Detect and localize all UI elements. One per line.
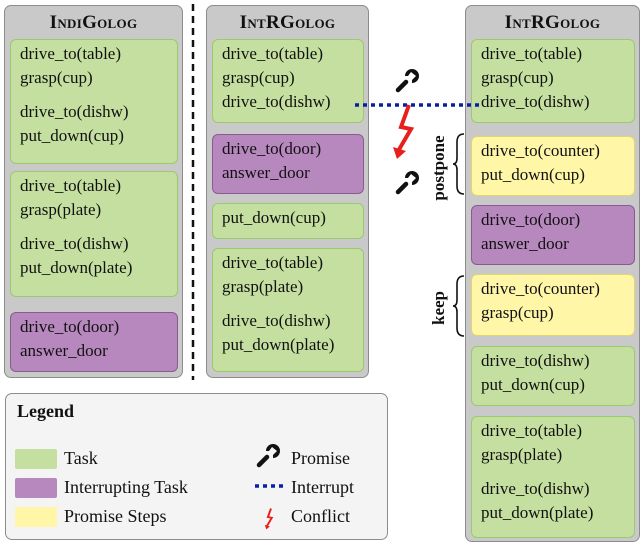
step-label: put_down(cup) bbox=[481, 165, 585, 184]
interrupting-task-box: drive_to(door) answer_door bbox=[10, 312, 178, 372]
step-label: grasp(cup) bbox=[481, 303, 554, 322]
intrgolog-right-title: IntRGolog bbox=[504, 12, 601, 33]
step-label: put_down(plate) bbox=[20, 258, 133, 277]
step-label: put_down(cup) bbox=[222, 208, 326, 227]
step-label: put_down(cup) bbox=[20, 126, 124, 145]
wrench-icon bbox=[395, 69, 419, 93]
step-label: drive_to(door) bbox=[20, 317, 120, 336]
step-label: drive_to(dishw) bbox=[481, 479, 590, 498]
task-box: drive_to(table) grasp(plate) drive_to(di… bbox=[212, 248, 364, 372]
step-label: answer_door bbox=[481, 234, 569, 253]
intrgolog-middle-panel: IntRGolog drive_to(table) grasp(cup) dri… bbox=[206, 5, 369, 378]
intrgolog-middle-title: IntRGolog bbox=[239, 12, 336, 33]
wrench-icon bbox=[395, 171, 419, 195]
interrupt-line-sample bbox=[255, 484, 287, 488]
step-label: grasp(plate) bbox=[481, 445, 563, 464]
lightning-icon bbox=[264, 508, 274, 530]
step-label: drive_to(table) bbox=[481, 421, 583, 440]
interrupting-task-box: drive_to(door) answer_door bbox=[471, 205, 635, 265]
postpone-label: postpone bbox=[429, 135, 448, 201]
task-box: drive_to(table) grasp(plate) drive_to(di… bbox=[471, 416, 635, 538]
step-label: drive_to(door) bbox=[222, 139, 322, 158]
step-label: drive_to(table) bbox=[20, 44, 122, 63]
step-label: answer_door bbox=[20, 341, 108, 360]
legend-title: Legend bbox=[17, 401, 75, 421]
step-label: grasp(plate) bbox=[222, 277, 304, 296]
postpone-brace bbox=[452, 133, 465, 195]
task-box: drive_to(dishw) put_down(cup) bbox=[471, 346, 635, 406]
legend-promise-steps-label: Promise Steps bbox=[64, 506, 167, 526]
task-box: drive_to(table) grasp(cup) drive_to(dish… bbox=[212, 39, 364, 123]
keep-label: keep bbox=[429, 291, 448, 325]
task-box: drive_to(table) grasp(cup) drive_to(dish… bbox=[10, 39, 178, 164]
step-label: drive_to(counter) bbox=[481, 141, 600, 160]
step-label: drive_to(dishw) bbox=[20, 102, 129, 121]
legend-conflict-label: Conflict bbox=[291, 506, 350, 526]
step-label: grasp(cup) bbox=[481, 68, 554, 87]
step-label: drive_to(door) bbox=[481, 210, 581, 229]
step-label: grasp(cup) bbox=[222, 68, 295, 87]
step-label: put_down(plate) bbox=[481, 503, 594, 522]
legend-promise-label: Promise bbox=[291, 448, 351, 468]
step-label: drive_to(table) bbox=[20, 176, 122, 195]
interrupting-task-swatch bbox=[15, 478, 57, 498]
step-label: drive_to(dishw) bbox=[222, 311, 331, 330]
step-label: answer_door bbox=[222, 163, 310, 182]
keep-brace bbox=[452, 275, 465, 337]
intrgolog-right-panel: IntRGolog drive_to(table) grasp(cup) dri… bbox=[465, 5, 640, 542]
step-label: drive_to(counter) bbox=[481, 279, 600, 298]
interrupting-task-box: drive_to(door) answer_door bbox=[212, 134, 364, 194]
step-label: drive_to(table) bbox=[222, 44, 324, 63]
step-label: drive_to(dishw) bbox=[222, 92, 331, 111]
step-label: drive_to(dishw) bbox=[481, 92, 590, 111]
step-label: drive_to(dishw) bbox=[20, 234, 129, 253]
lightning-icon bbox=[393, 104, 415, 159]
legend-task-label: Task bbox=[64, 448, 98, 468]
indigolog-panel: IndiGolog drive_to(table) grasp(cup) dri… bbox=[4, 5, 183, 378]
step-label: put_down(cup) bbox=[481, 375, 585, 394]
interrupt-line bbox=[355, 103, 483, 107]
step-label: drive_to(dishw) bbox=[481, 351, 590, 370]
wrench-icon bbox=[256, 444, 280, 468]
promise-steps-swatch bbox=[15, 507, 57, 527]
task-swatch bbox=[15, 449, 57, 469]
indigolog-title: IndiGolog bbox=[49, 12, 138, 33]
step-label: put_down(plate) bbox=[222, 335, 335, 354]
legend-interrupting-task-label: Interrupting Task bbox=[64, 477, 188, 497]
promise-steps-box: drive_to(counter) put_down(cup) bbox=[471, 136, 635, 196]
legend-interrupt-label: Interrupt bbox=[291, 477, 354, 497]
legend: Legend Task Interrupting Task Promise St… bbox=[5, 393, 388, 540]
step-label: grasp(cup) bbox=[20, 68, 93, 87]
task-box: drive_to(table) grasp(plate) drive_to(di… bbox=[10, 171, 178, 297]
task-box: drive_to(table) grasp(cup) drive_to(dish… bbox=[471, 39, 635, 123]
step-label: grasp(plate) bbox=[20, 200, 102, 219]
step-label: drive_to(table) bbox=[481, 44, 583, 63]
promise-steps-box: drive_to(counter) grasp(cup) bbox=[471, 274, 635, 336]
separator-dashed-line bbox=[191, 4, 195, 380]
task-box: put_down(cup) bbox=[212, 203, 364, 239]
step-label: drive_to(table) bbox=[222, 253, 324, 272]
